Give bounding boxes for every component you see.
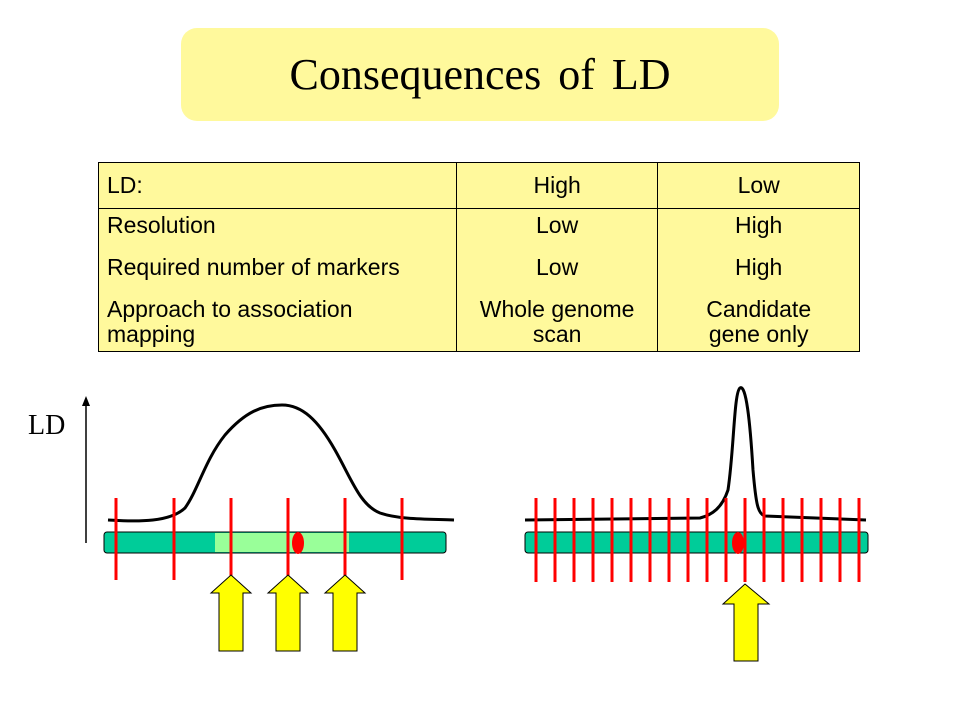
low-ld-panel [524, 386, 869, 662]
ld-consequences-table: LD: High Low Resolution Required number … [98, 162, 860, 352]
low-values-cell: High High Candidate gene only [657, 208, 860, 352]
ld-curve-narrow [524, 386, 867, 522]
ld-block-highlight [215, 533, 349, 552]
high-approach-value-1: Whole genome [479, 296, 635, 322]
high-ld-panel [103, 403, 455, 652]
slide-title: Consequences of LD [289, 50, 671, 99]
table-header-row: LD: High Low [98, 162, 860, 209]
arrow-marker-right [721, 583, 771, 662]
table-body-row: Resolution Required number of markers Ap… [98, 208, 860, 352]
arrow-marker-1 [209, 574, 253, 652]
low-approach-value-2: gene only [708, 321, 809, 347]
high-resolution-value: Low [536, 212, 579, 238]
header-cell-ld: LD: [98, 162, 457, 209]
low-approach-value-1: Candidate [706, 296, 812, 322]
chromosome-bar-right [524, 531, 869, 554]
row-labels-cell: Resolution Required number of markers Ap… [98, 208, 457, 352]
selected-marker-arrows-left [209, 574, 367, 652]
causal-variant-left [292, 532, 304, 554]
high-markers-value: Low [536, 254, 579, 280]
low-markers-value: High [735, 254, 783, 280]
high-approach-value-2: scan [532, 321, 582, 347]
ld-curve-broad [107, 403, 455, 523]
marker-lines-left [114, 498, 404, 580]
low-resolution-value: High [735, 212, 783, 238]
row-label-approach-1: Approach to association [107, 296, 353, 322]
causal-variant-right [732, 532, 744, 554]
header-cell-high: High [455, 162, 659, 209]
row-label-approach-2: mapping [107, 321, 196, 347]
row-label-resolution: Resolution [107, 212, 216, 238]
marker-lines-right [534, 498, 861, 582]
arrow-marker-2 [266, 574, 310, 652]
ld-axis-label: LD [28, 410, 66, 441]
arrow-marker-3 [323, 574, 367, 652]
ld-axis [82, 396, 90, 543]
high-values-cell: Low Low Whole genome scan [455, 208, 659, 352]
title-box: Consequences of LD [181, 28, 779, 121]
row-label-markers: Required number of markers [107, 254, 400, 280]
